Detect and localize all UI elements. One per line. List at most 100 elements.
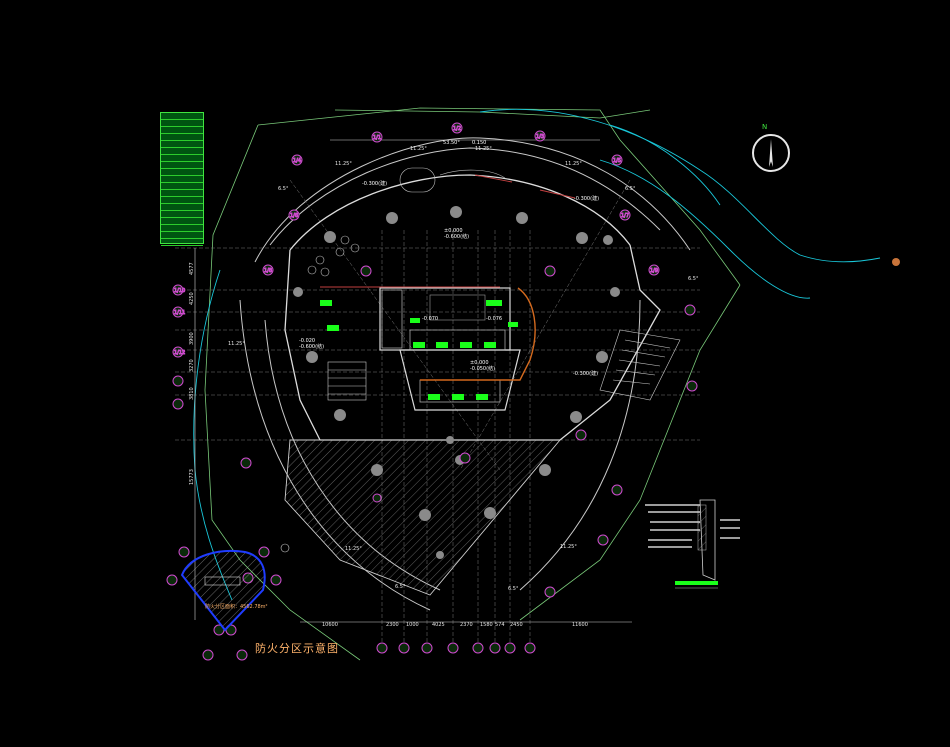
axis-tag [544, 265, 556, 277]
elevation-label: -0.020 [299, 338, 315, 344]
axis-tag [270, 574, 282, 586]
site-boundary [204, 107, 741, 661]
legend-row [161, 127, 203, 134]
axis-tag: 1/9 [648, 264, 660, 276]
building-core [379, 287, 521, 411]
axis-tag: 1/6 [288, 209, 300, 221]
bottom-dim-2: 2300 [386, 622, 399, 628]
left-dim-5: 3810 [189, 387, 195, 400]
axis-tag [372, 493, 382, 503]
legend-row [161, 162, 203, 169]
legend-row [161, 190, 203, 197]
right-stairs [599, 329, 681, 401]
bottom-dim-6: 1580 [480, 622, 493, 628]
axis-tag [240, 457, 252, 469]
left-dim-6: 15773 [189, 469, 195, 485]
angle-label: 11.25° [560, 544, 577, 550]
angle-label: 11.25° [228, 341, 245, 347]
axis-tag [597, 534, 609, 546]
svg-text:1/2: 1/2 [453, 126, 461, 132]
axis-tag [376, 642, 388, 654]
left-stairs [327, 361, 367, 401]
axis-tag: 1/3 [534, 130, 546, 142]
legend-row [161, 148, 203, 155]
fire-equipment-markers [320, 300, 518, 400]
svg-text:1/6: 1/6 [290, 213, 298, 219]
drawing-caption: 防火分区示意图 [255, 642, 339, 655]
axis-tag: 1/2 [451, 122, 463, 134]
elevation-label: ±0.000 [470, 360, 489, 366]
bottom-dim-4: 4025 [432, 622, 445, 628]
elevation-label: -0.600(结) [299, 343, 324, 350]
axis-tag [459, 452, 471, 464]
north-label: N [762, 123, 768, 131]
bottom-dim-1: 10600 [322, 622, 338, 628]
svg-text:1/5: 1/5 [613, 158, 621, 164]
svg-text:1/12: 1/12 [174, 350, 185, 356]
svg-text:1/9: 1/9 [650, 268, 658, 274]
legend-row [161, 113, 203, 120]
axis-tag [236, 649, 248, 661]
bottom-dim-5: 2370 [460, 622, 473, 628]
angle-label: 11.25° [345, 546, 362, 552]
axis-tag [472, 642, 484, 654]
elevation-label: -0.300(建) [362, 180, 387, 187]
angle-label: 6.5° [508, 586, 519, 592]
left-dim-4: 3270 [189, 359, 195, 372]
axis-tag [575, 429, 587, 441]
elevation-label: -0.300(建) [574, 195, 599, 202]
elevation-label: -0.600(结) [444, 233, 469, 240]
axis-tag: 1/4 [291, 154, 303, 166]
axis-tag: 1/10 [172, 284, 186, 296]
bottom-dim-9: 11600 [572, 622, 588, 628]
north-arrow-icon [752, 134, 790, 172]
bottom-dim-3: 1000 [406, 622, 419, 628]
axis-tag: 1/1 [371, 131, 383, 143]
axis-tag [524, 642, 536, 654]
axis-tag: 1/7 [619, 209, 631, 221]
legend-table [160, 112, 204, 246]
legend-row [161, 204, 203, 211]
bottom-dimensions: 10600 2300 1000 4025 2370 1580 574 2450 … [322, 622, 588, 628]
fire-zone-key-plan: 防火分区面积：4562.78m² [180, 549, 268, 632]
elevation-label: -0.300(建) [573, 370, 598, 377]
axis-tag [258, 546, 270, 558]
compass-needle-icon [769, 139, 773, 167]
svg-text:1/4: 1/4 [293, 158, 301, 164]
axis-tag [544, 586, 556, 598]
axis-tag [166, 574, 178, 586]
top-elevation: 0.150 [472, 140, 486, 146]
road-curves [193, 108, 881, 601]
axis-tag [611, 484, 623, 496]
elevation-labels: -0.300(建) -0.300(建) ±0.000 -0.600(结) -0.… [299, 140, 599, 377]
site-marker-icon [892, 258, 900, 266]
axis-tag [686, 380, 698, 392]
axis-tag [172, 375, 184, 387]
axis-markers: 1/1 1/2 1/3 1/4 1/5 1/6 1/7 1/8 1/9 1/10… [166, 122, 698, 661]
svg-text:1/3: 1/3 [536, 134, 544, 140]
legend-row [161, 211, 203, 218]
axis-tag [202, 649, 214, 661]
axis-tag: 1/5 [611, 154, 623, 166]
axis-tag [489, 642, 501, 654]
angle-labels: 11.25° 11.25° 11.25° 6.5° 6.5° 11.25° 11… [228, 146, 699, 592]
axis-tag: 1/8 [262, 264, 274, 276]
legend-row [161, 218, 203, 225]
angle-label: 6.5° [395, 584, 406, 590]
angle-label: 6.5° [625, 186, 636, 192]
left-dim-3: 3900 [189, 332, 195, 345]
svg-text:1/7: 1/7 [621, 213, 629, 219]
elevation-label: -0.076 [486, 316, 502, 322]
axis-tag [684, 304, 696, 316]
bottom-dim-8: 2450 [510, 622, 523, 628]
column-grid-node [280, 543, 290, 553]
bottom-dim-7: 574 [495, 622, 505, 628]
svg-text:1/8: 1/8 [264, 268, 272, 274]
right-detail-section [645, 499, 740, 589]
angle-label: 6.5° [278, 186, 289, 192]
angle-label: 11.25° [410, 146, 427, 152]
legend-row [161, 239, 203, 246]
elevation-label: -0.070 [422, 316, 438, 322]
axis-tag [360, 265, 372, 277]
